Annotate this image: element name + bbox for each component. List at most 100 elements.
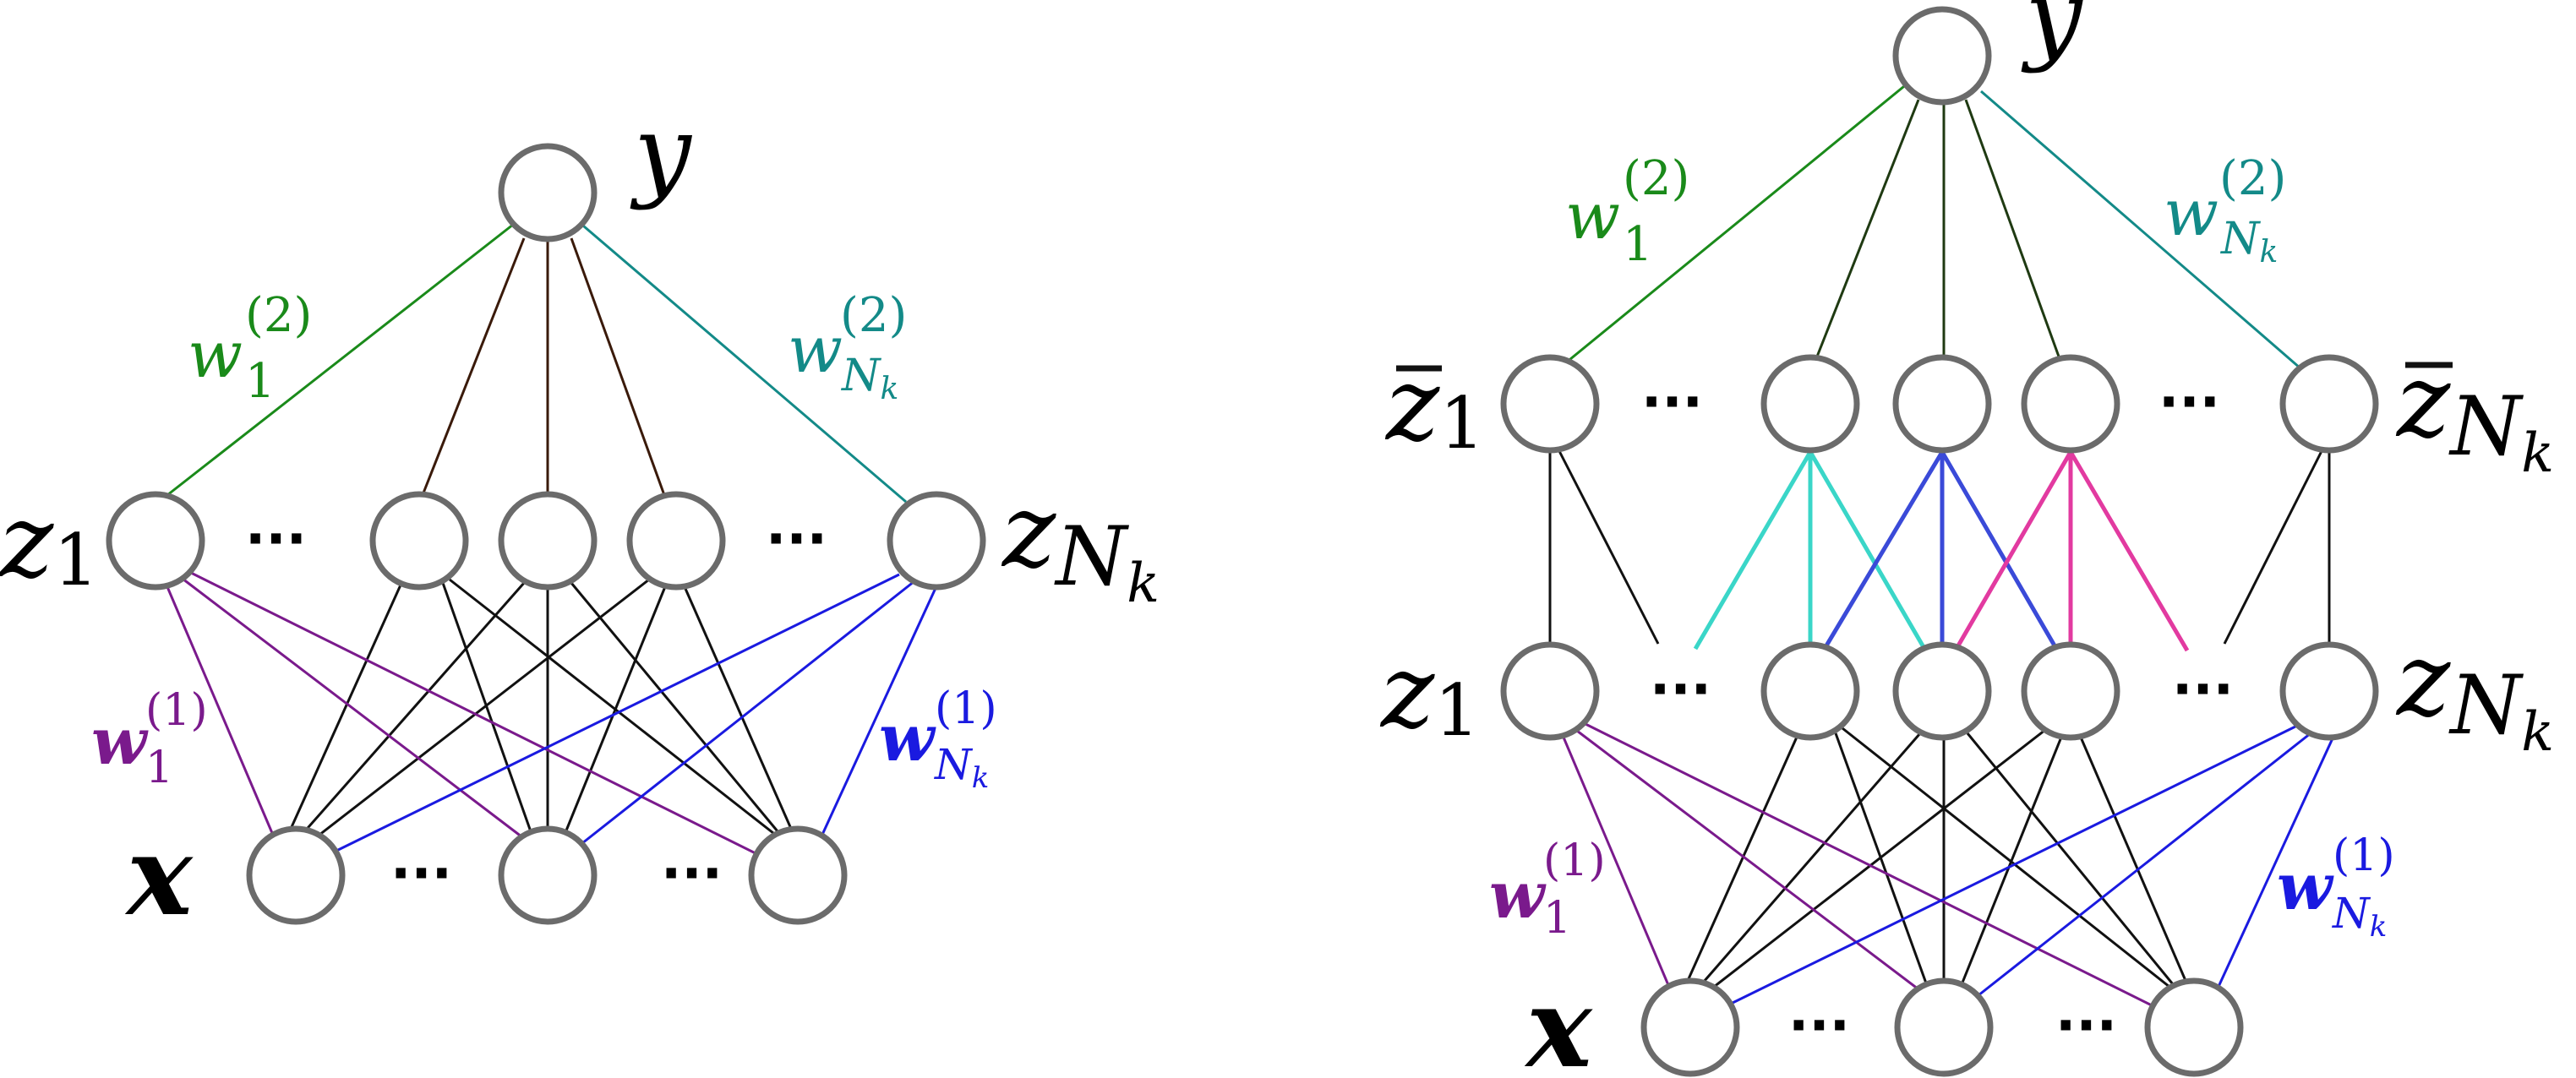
right-w1-last-sub: Nk xyxy=(2332,889,2387,944)
right-node-z4 xyxy=(2021,641,2120,741)
left-label-w2-last: w (2) Nk xyxy=(788,288,907,406)
left-node-y xyxy=(498,143,598,242)
left-edge-y-zN xyxy=(577,220,907,504)
left-label-zN-sub: N xyxy=(1054,509,1129,604)
right-edge xyxy=(2077,732,2191,989)
left-w1-edge xyxy=(178,574,527,841)
right-label-w1-last: w (1) Nk xyxy=(2277,830,2395,944)
right-w1-edge xyxy=(1573,727,1923,994)
left-label-zN: zNk xyxy=(1001,473,1160,615)
right-w2-last-sup: (2) xyxy=(2219,151,2286,206)
right-edge-y-zbar4 xyxy=(1964,99,2060,357)
right-w1-first-base: w xyxy=(1489,858,1547,933)
left-dots-input-2: ··· xyxy=(661,843,723,906)
left-edge xyxy=(563,584,668,836)
left-edge-y-z2 xyxy=(421,237,526,496)
left-w1-last-sub-k: k xyxy=(972,761,990,795)
right-w1-last-sup: (1) xyxy=(2333,830,2395,881)
left-w2-first-base: w xyxy=(188,317,243,392)
right-node-x3 xyxy=(2144,977,2244,1077)
right-label-w2-first: w (2) 1 xyxy=(1565,151,1689,272)
right-blue-edge xyxy=(1940,450,2058,649)
right-magenta-edge xyxy=(1955,450,2073,649)
right-label-zbar1-base: z xyxy=(1384,346,1440,464)
right-w1-last-sub-n: N xyxy=(2332,889,2371,938)
left-w2-last-sub: Nk xyxy=(840,351,898,406)
right-label-zbar1: z1 xyxy=(1384,346,1485,465)
right-wN-edge xyxy=(2216,738,2334,989)
right-node-y xyxy=(1892,6,1992,106)
left-w2-last-sup: (2) xyxy=(840,288,907,343)
right-middle-magenta-edges xyxy=(1955,450,2190,652)
left-label-x: x xyxy=(124,811,194,940)
right-dots-zbar-1: ··· xyxy=(1641,372,1703,434)
right-w2-last-sub-n: N xyxy=(2219,214,2261,264)
right-edge xyxy=(1557,449,1660,645)
right-label-zN-subsub: k xyxy=(2521,701,2554,764)
left-node-zN xyxy=(887,491,986,591)
right-node-z2 xyxy=(1760,641,1860,741)
right-edge-y-zbar2 xyxy=(1815,99,1920,357)
left-label-zN-subsub: k xyxy=(1127,553,1160,615)
right-input-colored-edges xyxy=(1560,720,2334,1010)
right-edge xyxy=(1834,732,1930,991)
left-w1-last-sub: Nk xyxy=(934,740,989,795)
right-w2-first-base: w xyxy=(1565,178,1620,253)
left-edge xyxy=(681,582,796,837)
left-w2-last-base: w xyxy=(788,312,843,387)
right-node-zbar2 xyxy=(1760,354,1860,454)
left-node-x1 xyxy=(246,825,346,925)
right-label-zbarN-subsub: k xyxy=(2521,422,2554,485)
right-node-z1 xyxy=(1500,641,1600,741)
left-edge xyxy=(286,580,404,837)
right-label-z1-sub: 1 xyxy=(1434,669,1479,752)
left-w1-first-base: w xyxy=(91,704,149,779)
right-label-zN: zNk xyxy=(2395,622,2554,764)
left-w1-first-sup: (1) xyxy=(145,685,208,736)
right-label-zbarN-sub: N xyxy=(2448,379,2524,474)
left-w1-last-base: w xyxy=(879,700,936,776)
left-w1-edge xyxy=(183,568,763,858)
left-wN-edge xyxy=(330,573,900,855)
right-w1-last-sub-k: k xyxy=(2370,910,2388,944)
left-edge-y-z4 xyxy=(570,237,666,496)
left-label-w2-first: w (2) 1 xyxy=(188,288,312,409)
left-dots-hidden-2: ··· xyxy=(766,509,827,571)
left-label-z1-base: z xyxy=(0,483,54,601)
right-label-zbar1-text: z1 xyxy=(1384,346,1485,465)
left-w1-first-sub: 1 xyxy=(145,743,173,793)
right-dots-input-1: ··· xyxy=(1788,995,1850,1058)
left-w2-first-sup: (2) xyxy=(245,288,312,343)
left-w1-edge xyxy=(164,582,274,834)
right-edge-y-zbarN xyxy=(1980,90,2301,370)
left-wN-edge xyxy=(820,585,938,837)
left-w2-last-sub-n: N xyxy=(840,351,881,401)
right-edge xyxy=(1690,732,1922,996)
right-output-edges xyxy=(1564,81,2301,370)
right-input-edges xyxy=(1682,727,2191,1000)
right-node-zbar3 xyxy=(1892,354,1992,454)
left-wN-edge xyxy=(577,580,915,848)
left-w1-last-sup: (1) xyxy=(935,683,997,734)
right-w1-edge xyxy=(1560,732,1670,986)
right-label-zbar1-sub: 1 xyxy=(1439,382,1484,465)
right-w1-edge xyxy=(1580,720,2159,1010)
left-input-colored-edges xyxy=(164,568,938,858)
left-edge xyxy=(449,578,778,838)
left-dots-hidden-1: ··· xyxy=(245,509,307,571)
left-label-z1-sub: 1 xyxy=(53,519,98,602)
left-w2-first-sub: 1 xyxy=(245,354,276,409)
right-dots-zbar-2: ··· xyxy=(2158,372,2220,434)
right-cyan-edge xyxy=(1808,450,1926,649)
right-edge xyxy=(1842,727,2175,992)
right-cyan-edge xyxy=(1693,450,1813,651)
left-edge xyxy=(303,578,650,848)
right-label-x: x xyxy=(1524,963,1593,1078)
right-label-z1-base: z xyxy=(1379,634,1435,751)
left-label-w1-last: w (1) Nk xyxy=(879,683,997,795)
right-blue-edge xyxy=(1823,450,1945,649)
right-w2-last-base: w xyxy=(2164,175,2219,250)
left-node-x2 xyxy=(498,825,598,925)
left-label-w1-first: w (1) 1 xyxy=(91,685,208,793)
